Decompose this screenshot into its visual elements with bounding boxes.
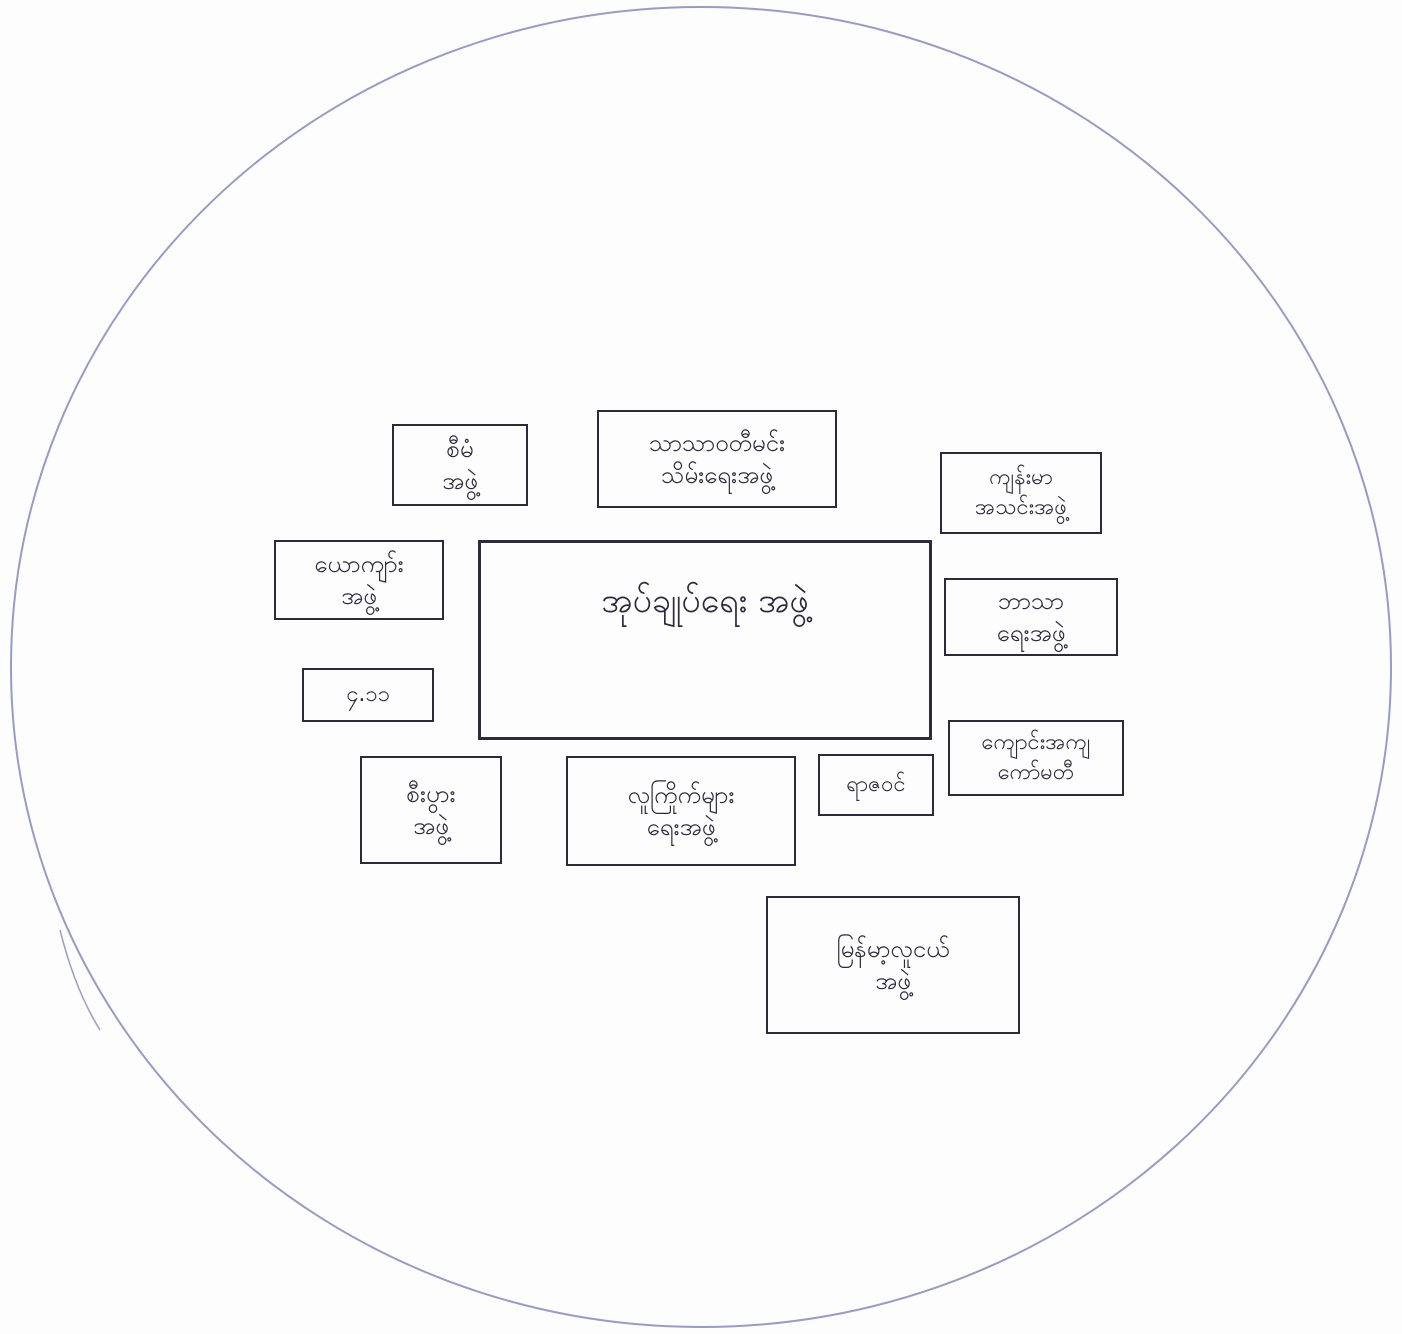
node-label: ကျောင်းအကျ ကော်မတီ	[981, 730, 1091, 785]
node-box: လူကြိုက်များ ရေးအဖွဲ့	[566, 756, 796, 866]
node-box: စီးပွား အဖွဲ့	[360, 756, 502, 864]
node-label: စီမံ အဖွဲ့	[442, 434, 478, 495]
node-label: ရာဇဝင်	[846, 772, 906, 798]
node-box: စီမံ အဖွဲ့	[392, 424, 528, 506]
center-node-box: အုပ်ချုပ်ရေး အဖွဲ့	[478, 540, 932, 740]
node-box: ဘာသာ ရေးအဖွဲ့	[944, 578, 1118, 656]
center-node-label: အုပ်ချုပ်ရေး အဖွဲ့	[601, 581, 809, 621]
node-box: ၄.၁၁	[302, 668, 434, 722]
node-label: လူကြိုက်များ ရေးအဖွဲ့	[627, 780, 735, 841]
node-box: ယောကျာ်း အဖွဲ့	[274, 540, 444, 620]
node-label: ယောကျာ်း အဖွဲ့	[314, 549, 404, 610]
node-label: မြန်မာ့လူငယ် အဖွဲ့	[836, 934, 950, 995]
node-label: သာသာဝတီမင်း သိမ်းရေးအဖွဲ့	[648, 428, 786, 489]
node-box: ကျန်းမာ အသင်းအဖွဲ့	[940, 452, 1102, 534]
node-label: ကျန်းမာ အသင်းအဖွဲ့	[974, 465, 1068, 520]
node-label: စီးပွား အဖွဲ့	[406, 779, 456, 840]
node-box: ရာဇဝင်	[818, 754, 934, 816]
node-label: ဘာသာ ရေးအဖွဲ့	[996, 586, 1066, 647]
node-box: ကျောင်းအကျ ကော်မတီ	[948, 720, 1124, 796]
node-box: မြန်မာ့လူငယ် အဖွဲ့	[766, 896, 1020, 1034]
node-box: သာသာဝတီမင်း သိမ်းရေးအဖွဲ့	[597, 410, 837, 508]
node-label: ၄.၁၁	[345, 682, 391, 708]
